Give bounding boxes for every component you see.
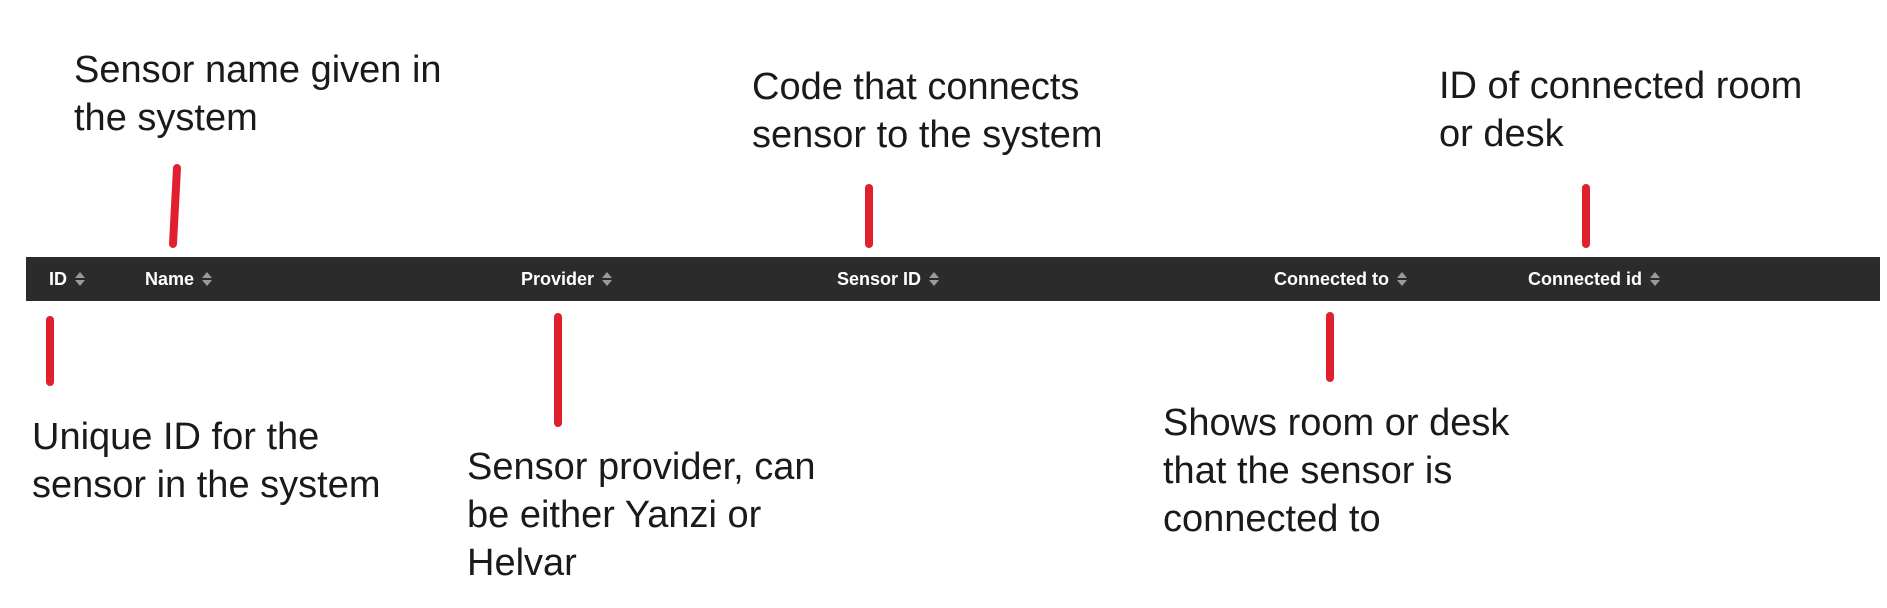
annotation-connected-id: ID of connected room or desk [1439, 62, 1802, 158]
annotation-line: sensor in the system [32, 464, 381, 506]
marker-connected-id [1582, 184, 1590, 248]
sort-icon[interactable] [1650, 272, 1661, 286]
column-header-connected-to[interactable]: Connected to [1274, 257, 1407, 301]
annotation-line: Sensor name given in [74, 49, 442, 91]
annotation-line: Shows room or desk [1163, 402, 1510, 444]
annotation-sensor-id: Code that connects sensor to the system [752, 63, 1103, 159]
annotation-line: be either Yanzi or [467, 494, 762, 536]
column-header-provider[interactable]: Provider [521, 257, 613, 301]
marker-sensor-id [865, 184, 873, 248]
column-header-label: Sensor ID [837, 268, 922, 289]
annotation-line: Code that connects [752, 66, 1080, 108]
annotation-line: Sensor provider, can [467, 446, 816, 488]
marker-name [168, 163, 182, 249]
annotation-line: sensor to the system [752, 114, 1103, 156]
annotation-line: connected to [1163, 498, 1381, 540]
column-header-label: Provider [521, 268, 595, 289]
column-header-label: ID [49, 268, 67, 289]
annotation-line: or desk [1439, 113, 1564, 155]
column-header-label: Connected to [1274, 268, 1389, 289]
sort-icon[interactable] [202, 272, 213, 286]
sort-icon[interactable] [1397, 272, 1407, 286]
annotation-provider: Sensor provider, can be either Yanzi or … [467, 443, 816, 587]
sort-icon[interactable] [75, 272, 85, 286]
annotation-line: Helvar [467, 542, 577, 584]
column-header-name[interactable]: Name [145, 257, 213, 301]
annotation-line: the system [74, 97, 258, 139]
annotation-line: ID of connected room [1439, 65, 1803, 107]
table-header: ID Name Provider Sensor ID Connected to … [26, 257, 1880, 301]
annotation-name: Sensor name given in the system [74, 46, 442, 142]
column-header-connected-id[interactable]: Connected id [1528, 257, 1661, 301]
column-header-id[interactable]: ID [49, 257, 85, 301]
column-header-label: Name [145, 268, 195, 289]
sort-icon[interactable] [929, 272, 940, 286]
column-header-sensor-id[interactable]: Sensor ID [837, 257, 940, 301]
annotation-line: that the sensor is [1163, 450, 1453, 492]
marker-provider [554, 313, 562, 427]
annotation-id: Unique ID for the sensor in the system [32, 413, 380, 509]
marker-id [46, 316, 54, 386]
sort-icon[interactable] [602, 272, 613, 286]
annotation-line: Unique ID for the [32, 416, 320, 458]
marker-connected-to [1326, 312, 1334, 382]
column-header-label: Connected id [1528, 268, 1643, 289]
annotation-connected-to: Shows room or desk that the sensor is co… [1163, 399, 1509, 543]
